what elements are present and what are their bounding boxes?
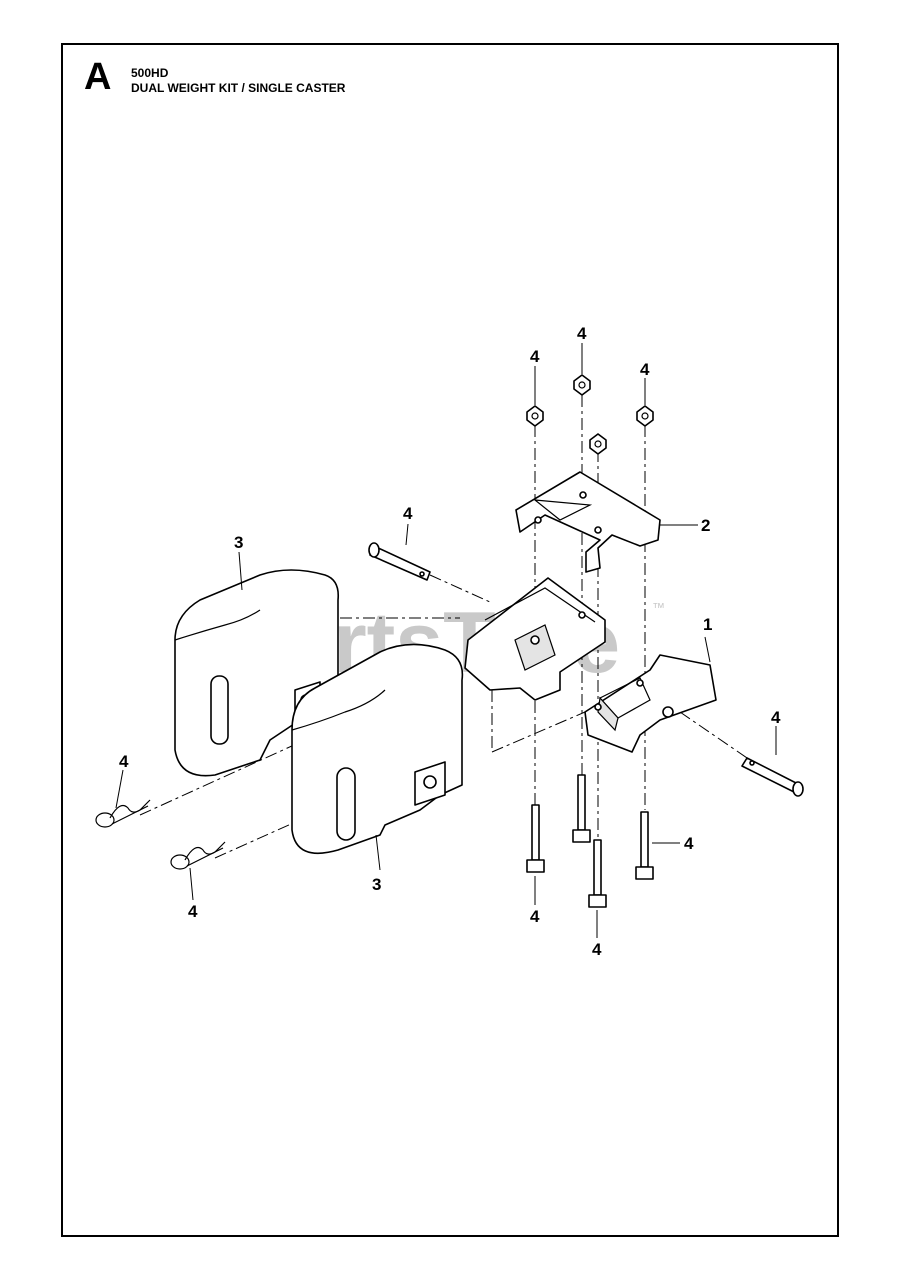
leader-lines: [115, 343, 777, 938]
drawing-frame: [61, 43, 839, 1237]
callout-4-pin-right: 4: [771, 708, 781, 727]
hex-nut-1: [526, 405, 544, 427]
hex-nut-2: [573, 374, 591, 396]
hitch-pin-upper: [368, 542, 431, 581]
callout-4-nut-right: 4: [640, 360, 650, 379]
callout-2: 2: [701, 516, 710, 535]
weight-plate-front: [291, 643, 464, 854]
callout-3-front-weight: 3: [372, 875, 381, 894]
bolt-4: [635, 811, 654, 880]
callout-4-bolt-mid: 4: [592, 940, 602, 959]
bolt-3: [588, 839, 607, 908]
callout-1: 1: [703, 615, 712, 634]
watermark-trademark: ™: [652, 600, 665, 615]
callout-4-nut-mid: 4: [577, 324, 587, 343]
caster-bracket-upper: [515, 471, 661, 573]
callout-4-bolt-left: 4: [530, 907, 540, 926]
callout-4-pin-upper: 4: [403, 504, 413, 523]
callout-3-rear-weight: 3: [234, 533, 243, 552]
hex-nut-3: [636, 405, 654, 427]
callout-4-clip-upper: 4: [119, 752, 129, 771]
model-label: 500HD: [131, 66, 169, 80]
bolt-1: [526, 804, 545, 873]
hitch-pin-right: [741, 757, 804, 797]
caster-bracket-lower: [584, 654, 717, 753]
hairpin-clip-upper: [95, 799, 151, 828]
bolt-2: [572, 774, 591, 843]
hitch-bracket-center: [464, 577, 606, 701]
section-letter: A: [84, 56, 112, 98]
hex-nuts: [526, 374, 654, 455]
hex-nut-4: [589, 433, 607, 455]
bolts: [526, 774, 654, 908]
hairpin-clip-lower: [170, 841, 226, 870]
callout-4-clip-lower: 4: [188, 902, 198, 921]
callout-4-bolt-right: 4: [684, 834, 694, 853]
callouts: 2 1 3 3 4 4 4 4 4 4 4 4 4 4: [119, 324, 781, 959]
callout-4-nut-left: 4: [530, 347, 540, 366]
diagram-title: DUAL WEIGHT KIT / SINGLE CASTER: [131, 81, 346, 95]
